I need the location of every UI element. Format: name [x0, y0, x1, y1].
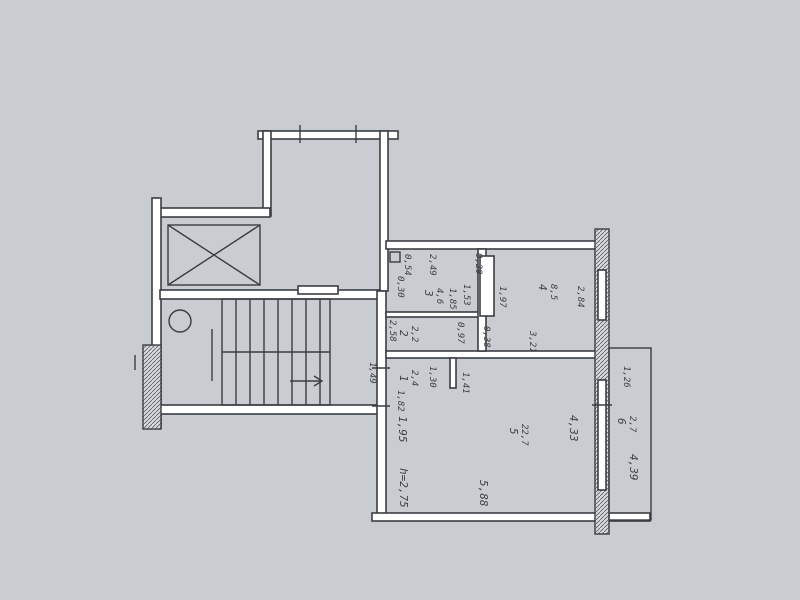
room-3-number: 3 — [422, 289, 435, 297]
dim-2-58: 2,58 — [387, 320, 397, 342]
room-1-number: 1 — [397, 375, 410, 382]
room-labels: 1 2,4 2 2,2 3 4,6 4 8,5 5 22,7 6 2,7 — [397, 284, 637, 446]
room-1-area: 2,4 — [409, 370, 419, 386]
dim-1-49: 1,49 — [367, 362, 377, 384]
dim-0-30: 0,30 — [395, 276, 405, 298]
dim-1-97: 1,97 — [497, 286, 507, 308]
dim-0-29: 0,29 — [473, 253, 483, 275]
room-4-area: 8,5 — [548, 284, 558, 300]
room-6-area: 2,7 — [627, 416, 637, 433]
dim-3-21: 3,21 — [527, 330, 537, 353]
duct-box — [389, 251, 401, 263]
chute-circle — [168, 309, 192, 333]
dim-1-41: 1,41 — [460, 372, 470, 394]
room-3-area: 4,6 — [434, 288, 444, 304]
dim-4-39: 4,39 — [627, 454, 640, 481]
dim-0-38: 0,38 — [481, 326, 491, 348]
windows — [597, 269, 607, 491]
room-5-number: 5 — [507, 428, 520, 435]
tick-marks — [134, 125, 612, 407]
dim-2-84: 2,84 — [575, 286, 585, 308]
dim-2-49: 2,49 — [427, 254, 437, 276]
room-2-area: 2,2 — [409, 326, 419, 342]
dim-1-30: 1,30 — [427, 366, 437, 388]
dim-1-85: 1,85 — [447, 288, 457, 310]
room-2-number: 2 — [397, 330, 410, 337]
room-5-area: 22,7 — [519, 424, 529, 446]
staircase — [211, 298, 331, 406]
room-4-number: 4 — [536, 284, 549, 291]
dim-4-33: 4,33 — [567, 415, 580, 442]
dim-1-26: 1,26 — [621, 366, 631, 388]
dim-5-88: 5,88 — [477, 480, 490, 507]
room-6-number: 6 — [615, 418, 628, 425]
dim-0-54: 0,54 — [402, 254, 412, 276]
dim-1-95: 1,95 — [396, 416, 409, 443]
dim-1-53: 1,53 — [461, 284, 471, 306]
dimension-labels: h=2,75 5,88 4,33 4,39 1,26 1,95 1,82 1,4… — [367, 253, 640, 508]
dim-0-97: 0,97 — [455, 322, 465, 344]
ceiling-height: h=2,75 — [397, 468, 410, 508]
dim-1-82: 1,82 — [395, 390, 405, 412]
elevator-shaft — [167, 224, 261, 286]
